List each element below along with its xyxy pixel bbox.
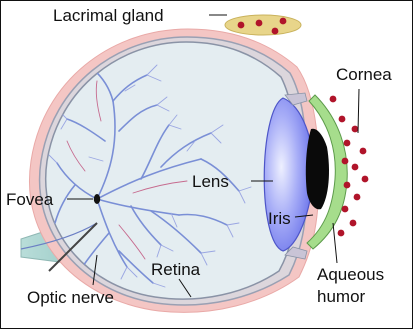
retina-label: Retina xyxy=(151,260,200,279)
lacrimal-gland-shape xyxy=(225,15,301,35)
iris-label: Iris xyxy=(268,209,291,228)
aqueous-humor-leader xyxy=(333,223,337,263)
cornea-label: Cornea xyxy=(336,65,392,84)
lens-label: Lens xyxy=(192,172,229,191)
optic-nerve-label: Optic nerve xyxy=(27,288,114,307)
fovea-spot xyxy=(94,194,100,204)
fovea-label: Fovea xyxy=(6,190,53,209)
cornea-leader xyxy=(358,89,359,133)
aqueous-humor-label: Aqueous humor xyxy=(317,264,384,308)
lacrimal-gland-label: Lacrimal gland xyxy=(53,6,164,25)
iris-shape xyxy=(306,129,329,210)
aqueous-humor-label-line1: Aqueous xyxy=(317,264,384,286)
aqueous-humor-label-line2: humor xyxy=(317,286,384,308)
